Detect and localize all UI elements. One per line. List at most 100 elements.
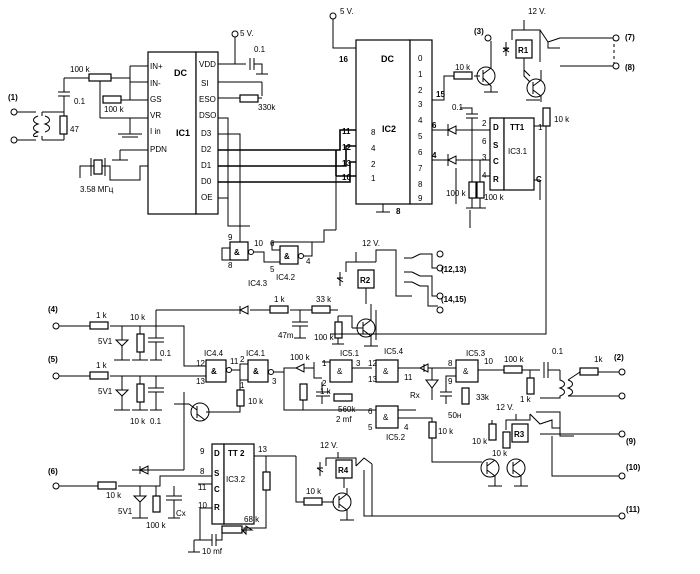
- v12-b-label: 12 V.: [362, 239, 380, 248]
- v5-a-terminal: [231, 30, 239, 38]
- terminal-11[interactable]: [618, 512, 626, 520]
- ic3-1-pin-c: C: [493, 157, 499, 166]
- r-10k-in5-label: 10 k: [130, 417, 146, 426]
- ic1-pin-d3: D3: [201, 129, 212, 138]
- ic1-pin-gs: GS: [150, 95, 162, 104]
- terminal-1-bottom[interactable]: [10, 136, 18, 144]
- ic3-2-out-num: 13: [258, 445, 267, 454]
- bus-lines: [330, 126, 547, 340]
- ic2-out-1: 1: [418, 70, 423, 79]
- relay-r3: [511, 423, 529, 443]
- terminal-5[interactable]: [52, 372, 60, 380]
- ic3-2-num-s: 8: [200, 467, 205, 476]
- terminal-8[interactable]: [612, 62, 620, 70]
- ic2-out-3: 3: [418, 100, 423, 109]
- terminal-14-15-b[interactable]: [436, 306, 444, 314]
- ic5-1-in-b: 2: [322, 379, 327, 388]
- r-10k-q1-label: 10 k: [455, 63, 471, 72]
- terminal-14-15-a[interactable]: [436, 292, 444, 300]
- ic5-4-in-b: 13: [368, 375, 377, 384]
- ic5-1-in-a: 1: [322, 359, 327, 368]
- ic3-1-num-r: 4: [482, 171, 487, 180]
- terminal-12-13-b[interactable]: [436, 250, 444, 258]
- ic2-in-1: 1: [371, 174, 376, 183]
- ic5-4-name: IC5.4: [384, 347, 404, 356]
- ic5-3-in-a: 8: [448, 359, 453, 368]
- ic3-2-pin-r: R: [214, 503, 220, 512]
- terminal-6[interactable]: [52, 482, 60, 490]
- terminal-2-b[interactable]: [618, 392, 626, 400]
- terminal-3-label: (3): [474, 27, 484, 36]
- ic5-2-out: 4: [404, 423, 409, 432]
- r-10k-in4-label: 10 k: [130, 313, 146, 322]
- transistor-q5: [480, 458, 500, 478]
- ic1-pin-pdn: PDN: [150, 145, 167, 154]
- crystal-label: 3.58 МГц: [80, 185, 114, 194]
- ic1-pin-oe: OE: [201, 193, 213, 202]
- gate-ic4-4: [205, 359, 227, 383]
- ic5-3-name: IC5.3: [466, 349, 486, 358]
- ic3-2-func: TT 2: [228, 449, 245, 458]
- ic2-in-2: 2: [371, 160, 376, 169]
- r-100k-ic51-label: 100 k: [290, 353, 311, 362]
- c-01-in5-label: 0.1: [150, 417, 162, 426]
- ic1-pin-d1: D1: [201, 161, 212, 170]
- ic2-out-9: 9: [418, 194, 423, 203]
- gate-ic4-1: [247, 359, 269, 383]
- terminal-7[interactable]: [612, 34, 620, 42]
- r-100k-q3-label: 100 k: [314, 333, 335, 342]
- ic1-pin-in-plus: IN+: [150, 62, 163, 71]
- zener-5v1-c-label: 5V1: [118, 507, 133, 516]
- v12-d-label: 12 V.: [320, 441, 338, 450]
- terminal-3[interactable]: [484, 34, 492, 42]
- ic5-3-out: 10: [484, 357, 493, 366]
- crystal: [93, 159, 103, 175]
- r-10k-ic44-label: 10 k: [248, 397, 264, 406]
- terminal-9[interactable]: [618, 430, 626, 438]
- c-01-ic3-label: 0.1: [452, 103, 464, 112]
- r-1k-out-label: 1k: [594, 355, 603, 364]
- ic4-1-in-b: 1: [240, 381, 245, 390]
- gate-ic5-3-symbol: &: [463, 367, 469, 376]
- ic2-name: IC2: [382, 124, 396, 134]
- ic1: DC IC1 IN+ IN- GS VR I in PDN VDD SI ESO…: [147, 51, 219, 215]
- ic3-1-num-d: 2: [482, 119, 487, 128]
- r-100k-b-label: 100 k: [104, 105, 125, 114]
- terminal-14-15-label: (14,15): [441, 295, 467, 304]
- cx-label: Cx: [176, 509, 186, 518]
- terminal-10[interactable]: [618, 472, 626, 480]
- terminal-4[interactable]: [52, 322, 60, 330]
- c-01-in4-label: 0.1: [160, 349, 172, 358]
- ic4-4-out: 11: [230, 357, 239, 366]
- transistor-q7: [332, 492, 352, 512]
- gate-ic5-1: [329, 359, 353, 383]
- ic4-1-in-a: 2: [240, 355, 245, 364]
- r-100k-ic3b-label: 100 k: [484, 193, 505, 202]
- ic4-4-4-1: & IC4.4 12 13 11 & IC4.1 2 1 3 10 k: [174, 349, 290, 446]
- ic3-1-num-s: 6: [482, 137, 487, 146]
- ic4-3-in-b: 8: [228, 261, 233, 270]
- terminal-12-13-a[interactable]: [436, 264, 444, 272]
- ic3-1-num-c: 3: [482, 153, 487, 162]
- ic2-pin-bottom-8: 8: [396, 207, 401, 216]
- ic5-2-in-b: 5: [368, 423, 373, 432]
- c-47m-label: 47m: [278, 331, 294, 340]
- c-01-out-label: 0.1: [552, 347, 564, 356]
- ic5-4-out: 11: [404, 373, 413, 382]
- transistor-q4: [190, 402, 210, 422]
- ic2-out-2: 2: [418, 86, 423, 95]
- gate-ic4-3: [229, 241, 249, 261]
- r-10k-rx-label: 10 k: [438, 427, 454, 436]
- ic4-3-out: 10: [254, 239, 263, 248]
- r-33k-q3-label: 33 k: [316, 295, 332, 304]
- ic5-4-in-a: 12: [368, 359, 377, 368]
- terminal-2-a[interactable]: [618, 368, 626, 376]
- terminal-1-top[interactable]: [10, 108, 18, 116]
- ic2-pin-4: 4: [432, 151, 437, 160]
- gate-ic5-4-symbol: &: [383, 367, 389, 376]
- ic1-pin-iin: I in: [150, 127, 161, 136]
- ic2-out-4: 4: [418, 116, 423, 125]
- ic2-out-6: 6: [418, 148, 423, 157]
- ic3-2-num-c: 11: [198, 483, 207, 492]
- ic1-pin-d2: D2: [201, 145, 212, 154]
